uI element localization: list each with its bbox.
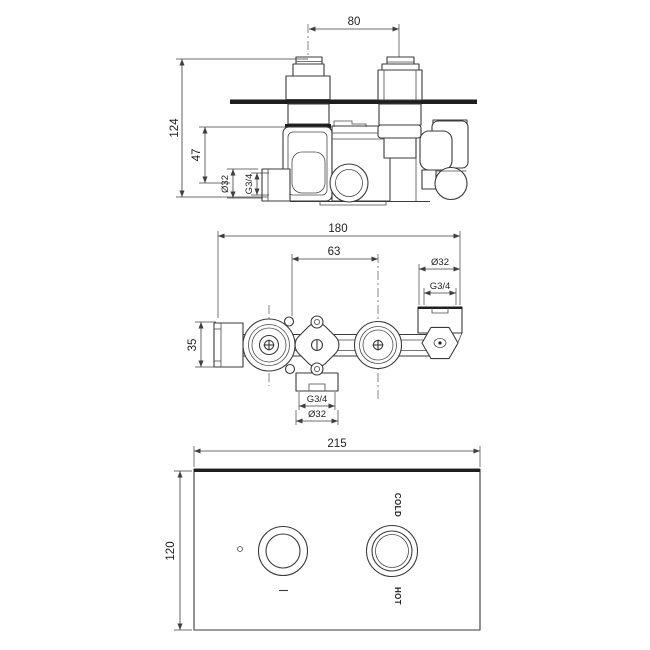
dim-side-port-thread: G3/4 xyxy=(423,281,457,305)
control-dial xyxy=(242,318,296,372)
dim-label-inlet-od: Ø32 xyxy=(220,175,231,193)
left-cartridge-tower xyxy=(285,56,331,129)
right-port-block xyxy=(417,306,463,348)
thermostat-dial xyxy=(353,320,403,370)
right-cartridge-tower xyxy=(377,56,423,126)
dim-label-35: 35 xyxy=(187,339,199,352)
inlet-pipe xyxy=(261,168,291,202)
dim-bottom-port-od: Ø32 xyxy=(295,409,339,425)
cartridge-flange xyxy=(294,315,340,376)
hex-fitting xyxy=(421,326,459,360)
dim-label-side-thread: G3/4 xyxy=(430,281,451,292)
dim-overall-height: 124 xyxy=(169,58,308,198)
dim-plate-width: 215 xyxy=(193,438,481,467)
dim-label-47: 47 xyxy=(191,149,203,162)
hot-label: HOT xyxy=(393,587,402,605)
dim-body-height: 35 xyxy=(187,321,216,368)
dim-label-bottom-od: Ø32 xyxy=(308,409,326,420)
dim-label-inlet-thread: G3/4 xyxy=(244,174,255,195)
bottom-port-block xyxy=(295,372,339,392)
flange-ear xyxy=(284,363,296,375)
cold-label: COLD xyxy=(393,493,402,517)
dim-side-port-od: Ø32 xyxy=(418,257,461,305)
dim-port-spacing: 80 xyxy=(308,16,400,32)
faceplate xyxy=(193,468,481,631)
dim-plate-to-inlet: 47 xyxy=(191,126,286,184)
side-elevation-view: 80 124 47 Ø32 G3/4 xyxy=(169,16,477,206)
flow-control-knob xyxy=(257,525,309,577)
dim-label-side-od: Ø32 xyxy=(431,257,449,268)
front-view: 180 63 Ø32 G3/4 35 xyxy=(187,223,463,425)
dim-label-80: 80 xyxy=(348,16,361,28)
dim-label-124: 124 xyxy=(169,118,181,138)
dim-label-bottom-thread: G3/4 xyxy=(307,394,328,405)
temperature-knob xyxy=(365,524,419,578)
dim-inlet-od: Ø32 xyxy=(220,168,262,199)
wall-plate xyxy=(230,99,477,104)
valve-dome xyxy=(434,166,468,201)
dim-label-120: 120 xyxy=(165,541,177,560)
dim-inlet-thread: G3/4 xyxy=(244,172,269,196)
faceplate-view: COLD HOT 215 120 xyxy=(165,438,481,631)
valve-body-side xyxy=(261,119,469,206)
flange-ear xyxy=(283,316,295,327)
dim-bottom-port-thread: G3/4 xyxy=(298,392,336,410)
dim-center-spacing: 63 xyxy=(291,246,379,316)
dim-plate-height: 120 xyxy=(165,470,192,631)
dim-label-63: 63 xyxy=(328,246,341,258)
dim-label-180: 180 xyxy=(328,223,347,235)
dim-label-215: 215 xyxy=(327,438,346,450)
dim-overall-width: 180 xyxy=(217,223,461,318)
indicator-dot xyxy=(237,546,243,552)
left-outlet-block xyxy=(213,322,244,368)
